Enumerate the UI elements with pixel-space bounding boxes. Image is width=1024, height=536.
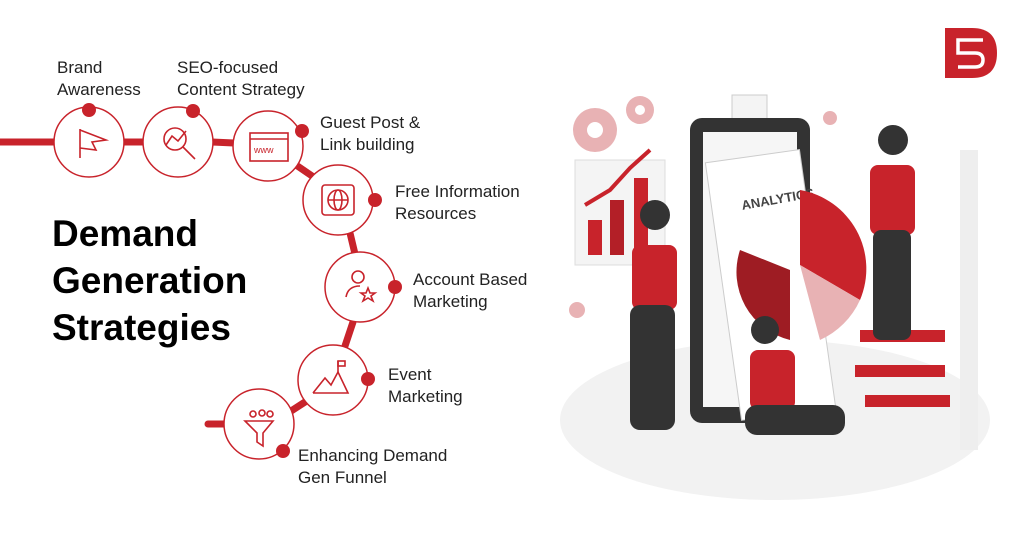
analytics-illustration: ANALYTICS [560,94,990,500]
person-sitting [745,316,845,435]
search-analytics-icon [163,127,196,160]
title-line: Strategies [52,307,231,348]
step-label-guest-post: Guest Post &Link building [320,113,421,154]
page-title: Demand Generation Strategies [52,210,247,351]
step-circle-brand [53,106,125,178]
ds-logo [945,28,997,78]
svg-text:www: www [253,145,274,155]
ladder [855,330,950,407]
flag-icon [79,129,110,158]
step-circle-account [324,251,396,323]
mountain-flag-icon [312,360,350,394]
funnel-icon [243,409,275,448]
gear-icon [573,96,654,152]
step-circle-guest [232,110,304,182]
title-line: Demand [52,213,198,254]
globe-icon [321,184,355,216]
user-star-icon [345,270,378,303]
step-circle-funnel [223,388,295,460]
title-line: Generation [52,260,248,301]
www-browser-icon: www [249,132,289,162]
person-right [870,125,915,340]
person-left [630,200,677,430]
